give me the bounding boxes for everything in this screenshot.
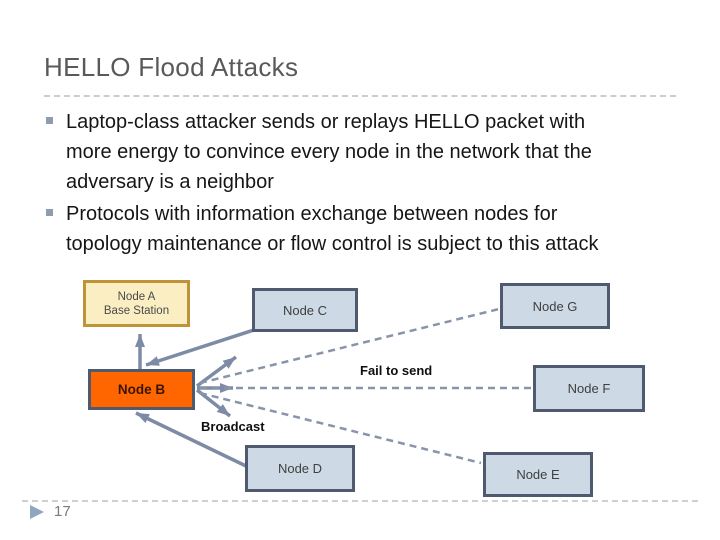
- bullet-item: Laptop-class attacker sends or replays H…: [44, 107, 664, 197]
- bullet-text: Protocols with information exchange betw…: [66, 203, 599, 255]
- node-label: Node G: [532, 298, 578, 314]
- node-label: Node D: [277, 461, 323, 476]
- title-separator: [44, 95, 676, 97]
- node-label: Node C: [282, 302, 328, 318]
- node-label: Node B: [117, 382, 166, 397]
- bullet-text: Laptop-class attacker sends or replays H…: [66, 111, 592, 193]
- node-label: Node E: [516, 467, 560, 482]
- footer-triangle-icon: [30, 504, 44, 519]
- diagram-node-a: Node A Base Station: [83, 280, 190, 327]
- node-label: Node F: [567, 381, 611, 396]
- node-sublabel: Base Station: [103, 304, 170, 317]
- square-bullet-icon: [46, 209, 53, 216]
- arrow-broadcast-down: [195, 388, 232, 418]
- bullet-list: Laptop-class attacker sends or replays H…: [44, 107, 664, 261]
- diagram-node-c: Node C: [252, 288, 358, 332]
- arrow-c-to-b: [145, 327, 258, 367]
- bullet-item: Protocols with information exchange betw…: [44, 199, 664, 259]
- page-number: 17: [54, 503, 71, 520]
- square-bullet-icon: [46, 117, 53, 124]
- diagram-node-d: Node D: [245, 445, 355, 492]
- broadcast-label: Broadcast: [201, 419, 265, 434]
- diagram-node-f: Node F: [533, 365, 645, 412]
- fail-to-send-label: Fail to send: [360, 363, 433, 378]
- node-label: Node A: [117, 290, 156, 303]
- diagram-node-g: Node G: [500, 283, 610, 329]
- page-marker: 17: [30, 503, 71, 520]
- arrow-broadcast-up: [195, 355, 238, 388]
- slide-title: HELLO Flood Attacks: [44, 52, 299, 82]
- diagram-node-b: Node B: [88, 369, 195, 410]
- diagram-node-e: Node E: [483, 452, 593, 497]
- footer-separator: [22, 500, 698, 502]
